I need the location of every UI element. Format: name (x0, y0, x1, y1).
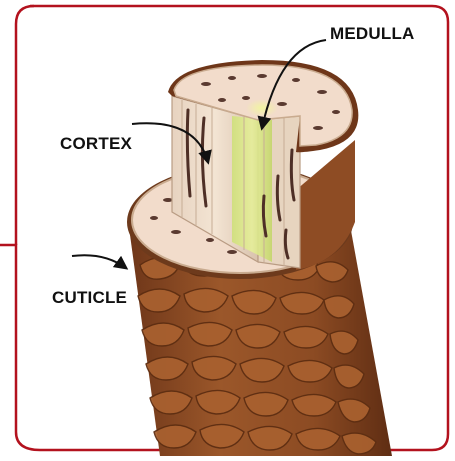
medulla-label: MEDULLA (330, 24, 415, 44)
cuticle-label: CUTICLE (52, 288, 127, 308)
cuticle-arrow (72, 255, 126, 268)
cortex-label: CORTEX (60, 134, 132, 154)
